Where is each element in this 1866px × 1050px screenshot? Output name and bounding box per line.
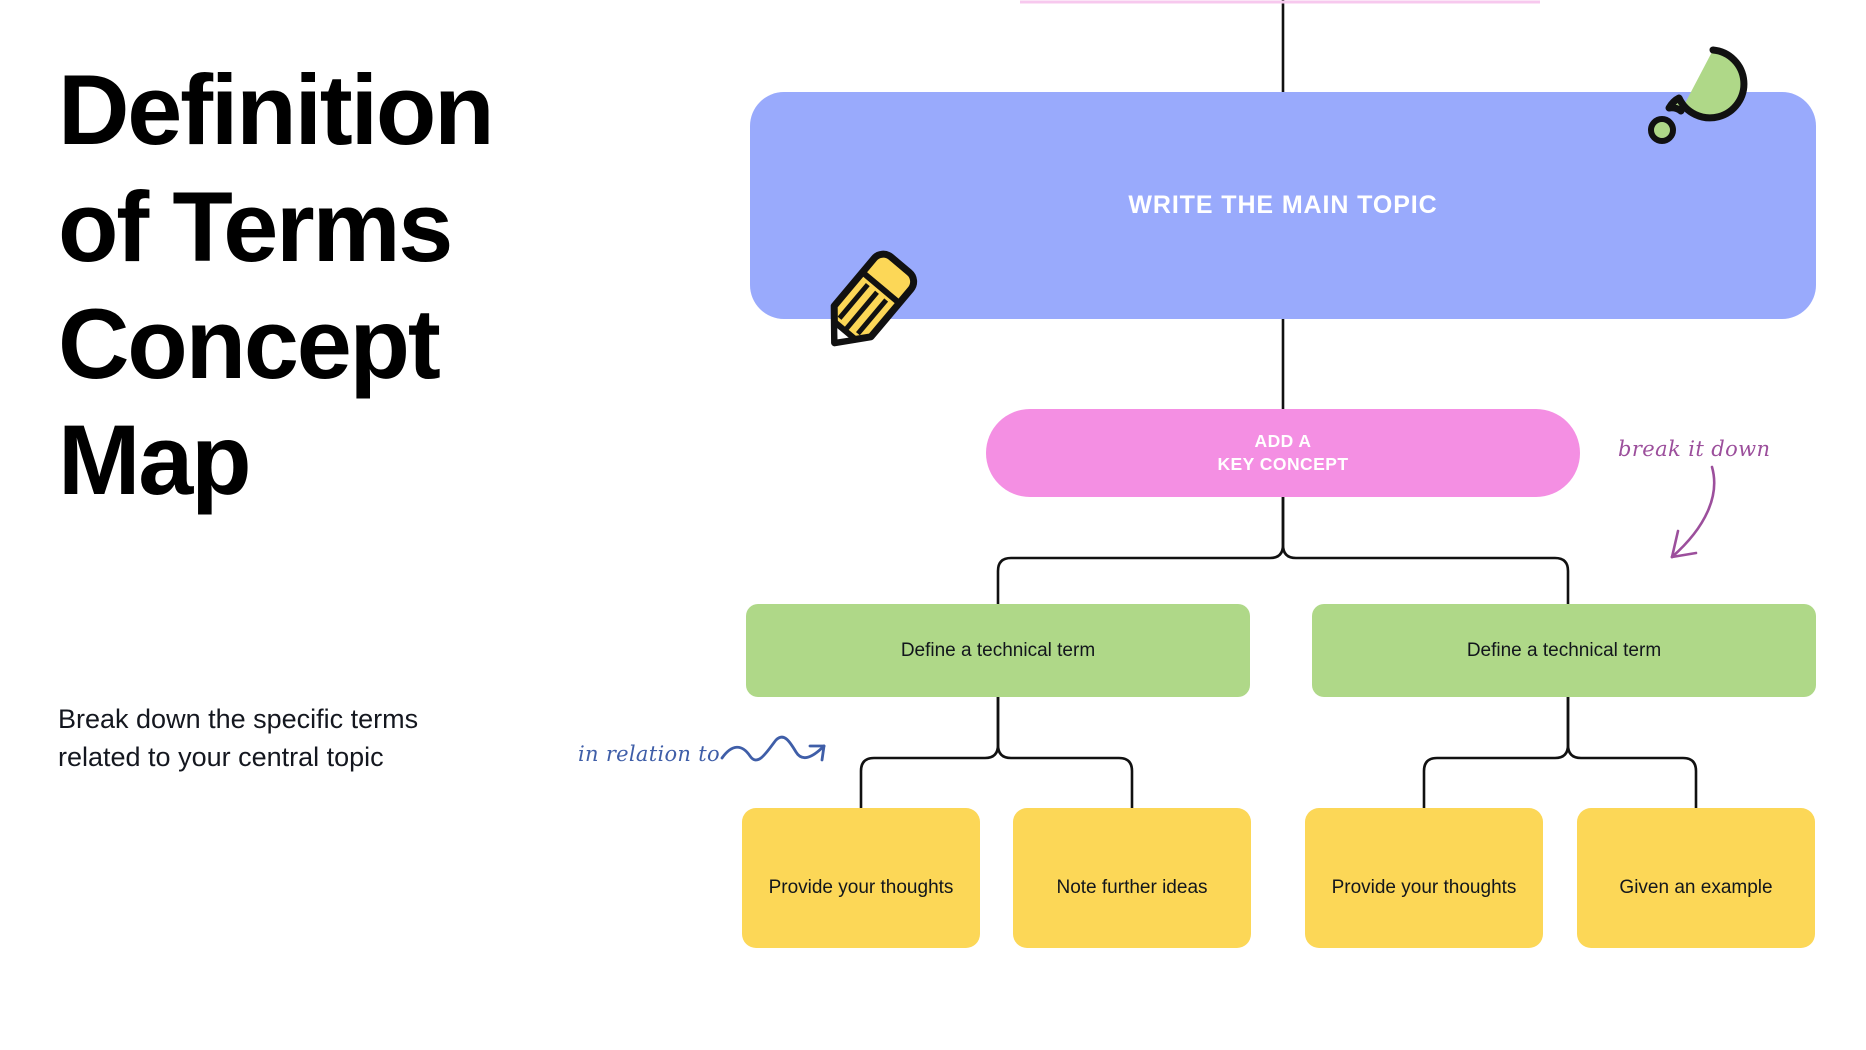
node-branch-1[interactable]: Define a technical term [1312, 604, 1816, 697]
node-branch-1-label: Define a technical term [1466, 639, 1662, 661]
node-main-topic-label: WRITE THE MAIN TOPIC [1128, 191, 1438, 219]
node-branch-0-label: Define a technical term [900, 639, 1096, 661]
node-main-topic[interactable]: WRITE THE MAIN TOPIC [750, 92, 1816, 319]
thought-bubble-icon [1648, 46, 1748, 144]
node-leaf-1-0[interactable]: Provide your thoughts [1305, 808, 1543, 948]
curved-arrow-down-left-icon [1670, 465, 1716, 559]
page-title: Definition of Terms Concept Map [58, 54, 495, 516]
annotation-in-relation-to: in relation to [578, 735, 826, 792]
node-branch-0[interactable]: Define a technical term [746, 604, 1250, 697]
node-key-concept[interactable]: ADD A KEY CONCEPT [986, 409, 1580, 497]
node-leaf-0-1[interactable]: Note further ideas [1013, 808, 1251, 948]
annotation-break-it-down-text: break it down [1618, 437, 1771, 461]
page-subtitle: Break down the specific terms related to… [58, 704, 419, 773]
node-leaf-1-0-label: Provide your thoughts [1331, 877, 1517, 898]
node-key-concept-label: ADD A KEY CONCEPT [1217, 430, 1349, 474]
wavy-arrow-right-icon [720, 735, 826, 762]
node-leaf-1-1-label: Given an example [1619, 877, 1773, 898]
annotation-break-it-down: break it down [1618, 437, 1818, 577]
pencil-icon [830, 250, 918, 347]
annotation-in-relation-to-text: in relation to [578, 742, 720, 766]
left-panel: Definition of Terms Concept Map [58, 52, 578, 519]
node-leaf-1-1[interactable]: Given an example [1577, 808, 1815, 948]
node-leaf-0-1-label: Note further ideas [1056, 877, 1208, 898]
node-leaf-0-0-label: Provide your thoughts [768, 877, 954, 898]
node-leaf-0-0[interactable]: Provide your thoughts [742, 808, 980, 948]
